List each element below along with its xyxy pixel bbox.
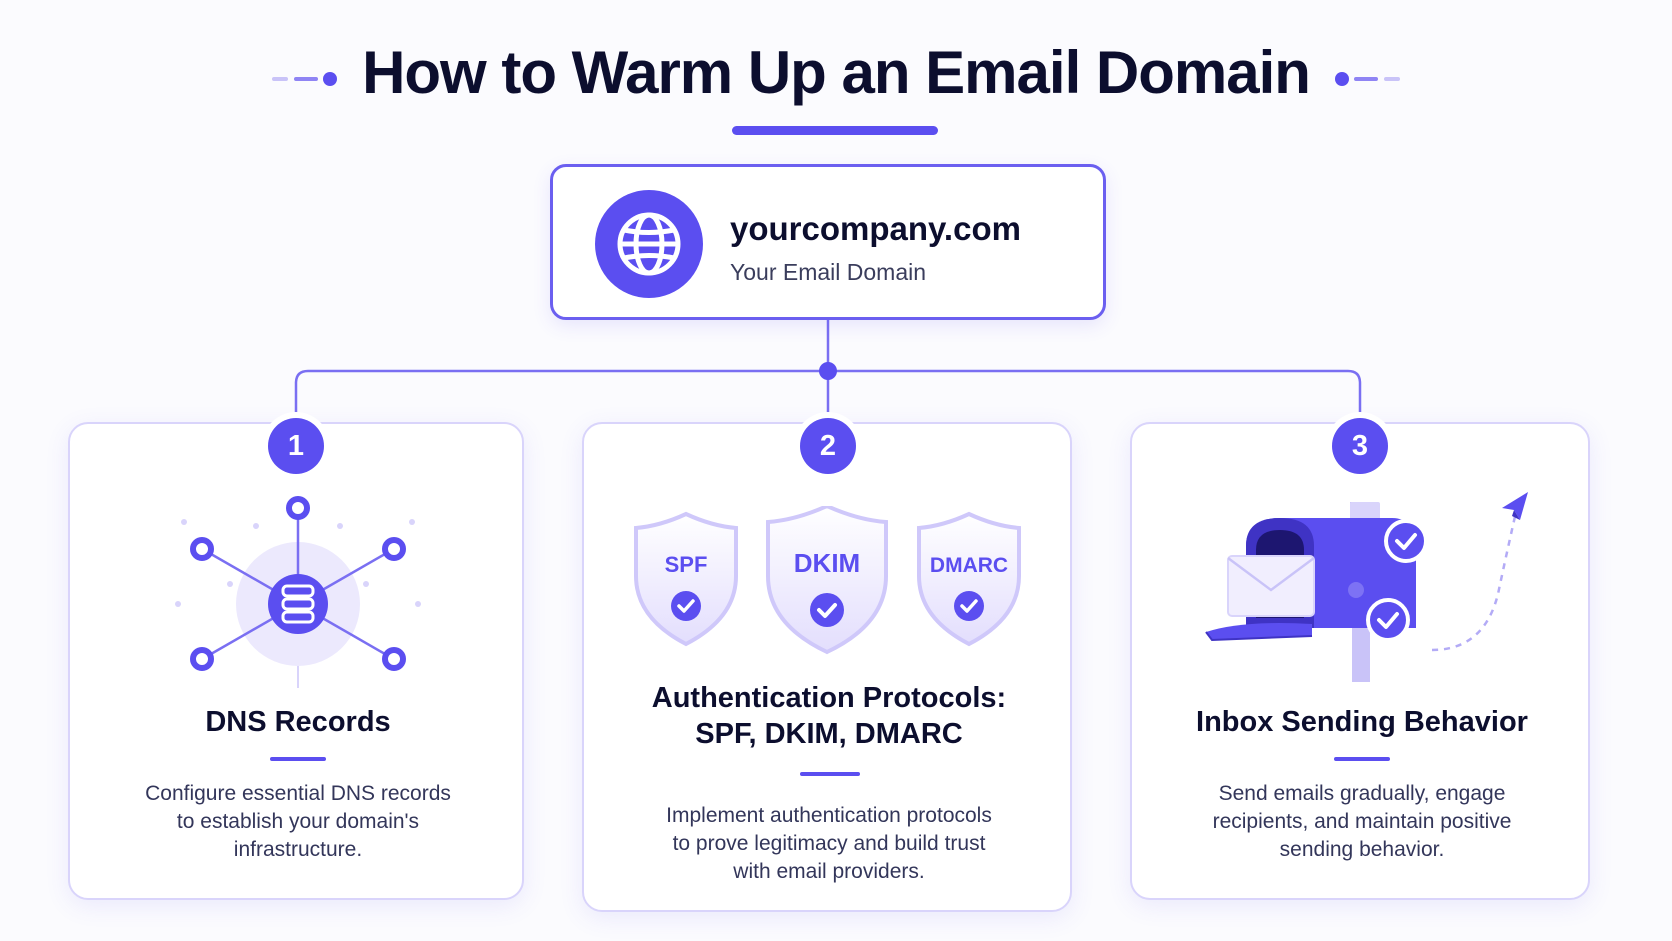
desc-line: infrastructure. bbox=[233, 838, 363, 861]
shield-label-dkim: DKIM bbox=[794, 548, 860, 578]
step-title-rule bbox=[1334, 757, 1390, 761]
shield-spf: SPF bbox=[634, 511, 738, 647]
globe-icon bbox=[595, 190, 703, 298]
step-badge-2: 2 bbox=[800, 418, 856, 474]
desc-line: Send emails gradually, engage bbox=[1218, 782, 1506, 805]
step-badge-3: 3 bbox=[1332, 418, 1388, 474]
domain-subtitle: Your Email Domain bbox=[730, 259, 927, 285]
step-title-dns: DNS Records bbox=[205, 706, 391, 738]
shield-dmarc: DMARC bbox=[917, 511, 1021, 647]
title-line: Authentication Protocols: bbox=[651, 682, 1007, 714]
step-title-sending: Inbox Sending Behavior bbox=[1196, 706, 1528, 738]
page-title: How to Warm Up an Email Domain bbox=[362, 39, 1311, 106]
mailbox-icon bbox=[1205, 492, 1528, 682]
check-badge-icon bbox=[1366, 598, 1410, 642]
title-line: SPF, DKIM, DMARC bbox=[695, 718, 963, 750]
step-title-authentication: Authentication Protocols: SPF, DKIM, DMA… bbox=[584, 680, 1074, 752]
desc-line: Implement authentication protocols bbox=[666, 804, 992, 827]
step-description-authentication: Implement authentication protocols to pr… bbox=[584, 802, 1074, 886]
shield-label-dmarc: DMARC bbox=[930, 554, 1008, 577]
domain-name: yourcompany.com bbox=[730, 210, 1021, 247]
desc-line: with email providers. bbox=[733, 860, 925, 883]
envelope-icon bbox=[1227, 555, 1315, 617]
title-decoration-right bbox=[1335, 72, 1400, 86]
shield-label-spf: SPF bbox=[665, 552, 708, 577]
desc-line: recipients, and maintain positive bbox=[1212, 810, 1512, 833]
step-title-rule bbox=[270, 757, 326, 761]
step-card-authentication: SPF DKIM DMARC Authentication Protocols:… bbox=[582, 422, 1072, 912]
domain-card: yourcompany.com Your Email Domain bbox=[550, 164, 1106, 320]
step-card-dns: DNS Records Configure essential DNS reco… bbox=[68, 422, 524, 900]
title-underline bbox=[732, 126, 938, 135]
step-title-rule bbox=[800, 772, 860, 776]
connector-node bbox=[819, 362, 837, 380]
desc-line: Configure essential DNS records bbox=[145, 782, 451, 805]
desc-line: to establish your domain's bbox=[176, 810, 420, 833]
paper-plane-icon bbox=[1502, 492, 1528, 520]
title-decoration-left bbox=[272, 72, 337, 86]
desc-line: sending behavior. bbox=[1279, 838, 1445, 861]
step-description-sending: Send emails gradually, engage recipients… bbox=[1132, 780, 1592, 864]
step-badge-1: 1 bbox=[268, 418, 324, 474]
shield-dkim: DKIM bbox=[766, 506, 888, 655]
desc-line: to prove legitimacy and build trust bbox=[672, 832, 986, 855]
dns-network-icon bbox=[175, 496, 421, 688]
step-card-sending: Inbox Sending Behavior Send emails gradu… bbox=[1130, 422, 1590, 900]
check-badge-icon bbox=[1384, 519, 1428, 563]
connector-right bbox=[828, 369, 1362, 432]
connector-left bbox=[294, 369, 828, 432]
step-description-dns: Configure essential DNS records to estab… bbox=[70, 780, 526, 864]
shield-check-icon: SPF DKIM DMARC bbox=[634, 506, 1021, 655]
